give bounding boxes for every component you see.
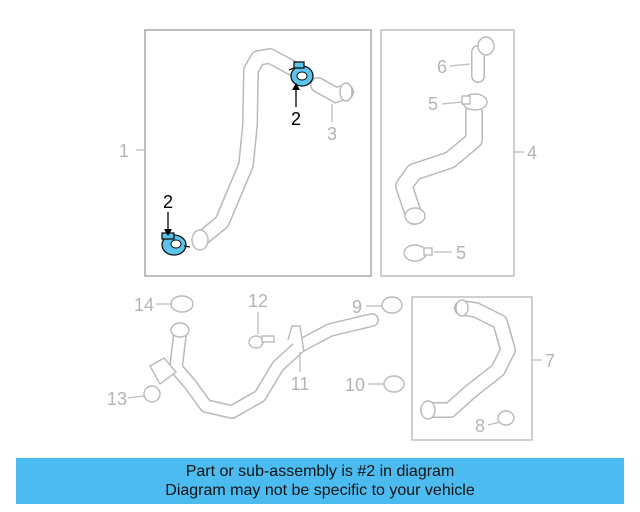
leader-lines: [127, 63, 542, 426]
clamp-part-8: [497, 410, 515, 426]
callout-14: 14: [134, 295, 154, 315]
callout-6: 6: [437, 57, 447, 77]
callout-10: 10: [345, 375, 365, 395]
pipe-part-11: [149, 313, 379, 419]
clamp-part-2-upper: [288, 61, 314, 87]
assembly-box-7: [411, 296, 533, 441]
callout-5-lower: 5: [456, 243, 466, 263]
bolt-part-12: [248, 335, 275, 349]
callout-12: 12: [248, 291, 268, 311]
clamp-part-5-upper: [461, 93, 488, 111]
assembly-box-1: [144, 29, 372, 277]
callout-9: 9: [352, 297, 362, 317]
connector-part-6: [471, 36, 495, 83]
callout-2-upper: 2: [291, 109, 301, 129]
nut-part-13: [143, 385, 161, 403]
info-banner: Part or sub-assembly is #2 in diagram Di…: [16, 458, 624, 504]
banner-line-2: Diagram may not be specific to your vehi…: [165, 482, 475, 499]
callout-4: 4: [527, 143, 537, 163]
hose-part-4: [395, 103, 483, 225]
clamp-part-10: [383, 375, 405, 393]
callout-3: 3: [327, 124, 337, 144]
elbow-part-3: [310, 77, 354, 104]
callout-11: 11: [291, 374, 310, 394]
clamp-part-14: [170, 295, 194, 313]
callout-1: 1: [119, 141, 129, 161]
banner-line-1: Part or sub-assembly is #2 in diagram: [185, 463, 455, 480]
callout-5-upper: 5: [428, 94, 438, 114]
callout-7: 7: [545, 351, 555, 371]
callout-13: 13: [107, 389, 127, 409]
callout-2-lower: 2: [163, 192, 173, 212]
clamp-part-2-lower: [161, 232, 191, 256]
clamp-part-9: [381, 296, 403, 314]
assembly-box-4: [380, 29, 515, 277]
clamp-part-5-lower: [403, 244, 433, 262]
callout-8: 8: [475, 416, 485, 436]
hose-part-7: [420, 299, 516, 420]
hose-part-1: [191, 48, 304, 251]
